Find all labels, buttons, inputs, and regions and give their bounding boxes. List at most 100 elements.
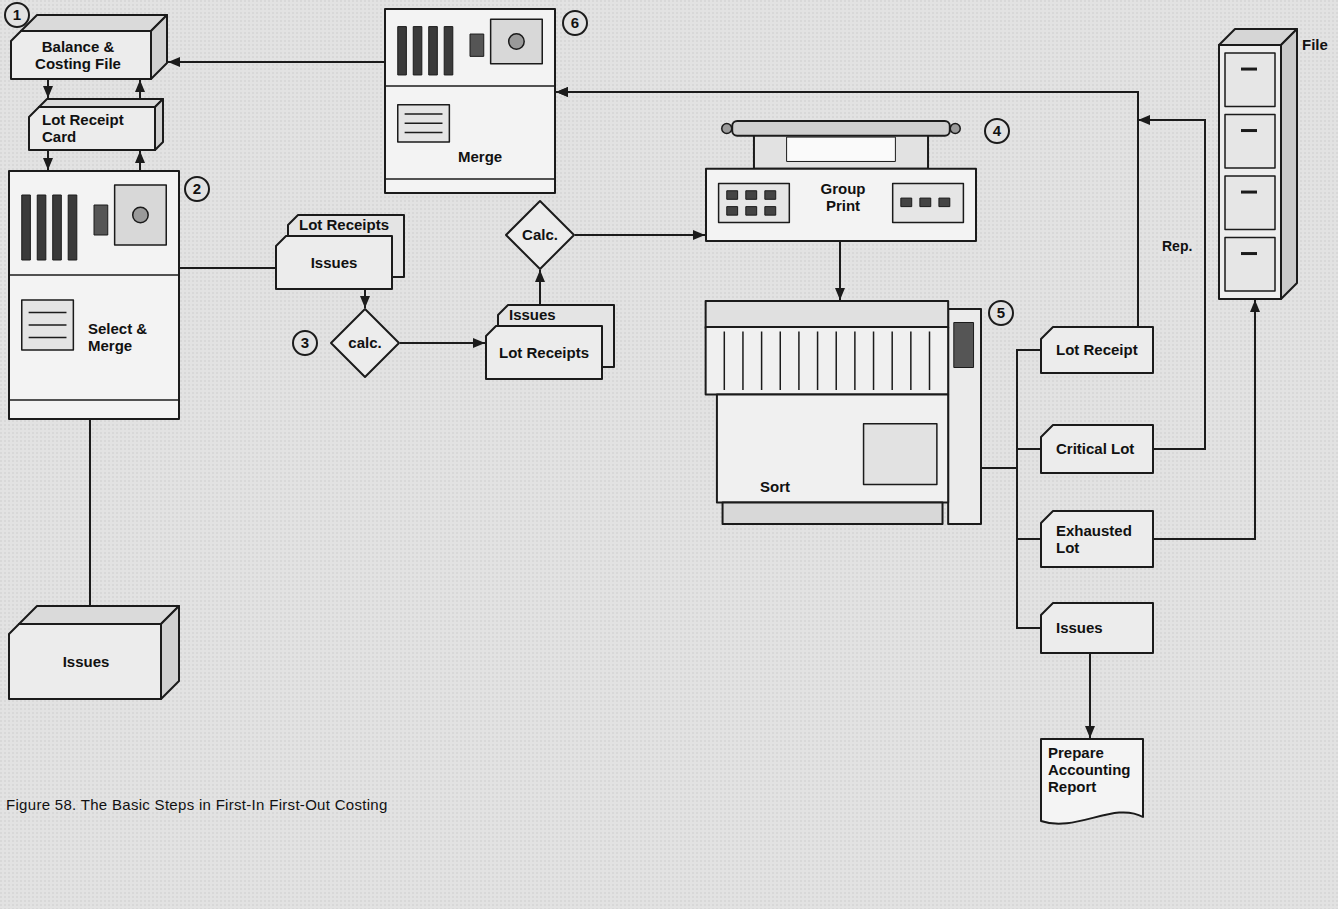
- deck-front-face: [9, 624, 161, 699]
- card-outline: [1041, 327, 1153, 373]
- platen-knob: [950, 124, 960, 134]
- card-outline: [1041, 603, 1153, 653]
- pocket-divider: [873, 332, 875, 391]
- pocket-divider: [780, 332, 782, 391]
- card-deck: Issues: [8, 605, 180, 700]
- callout-number: 1: [4, 2, 30, 28]
- punched-card: Exhausted Lot: [1040, 510, 1154, 568]
- diamond-outline: [331, 309, 399, 377]
- connector: [575, 234, 705, 236]
- card-pocket: [22, 195, 31, 260]
- base-recess: [864, 424, 937, 485]
- control-key: [727, 191, 738, 200]
- card-stack: IssuesLot Receipts: [485, 304, 615, 380]
- connector: [139, 151, 141, 170]
- front-card: [486, 326, 602, 379]
- machine-body: [706, 169, 976, 241]
- deck-side-face: [151, 15, 167, 79]
- connector: [364, 290, 366, 308]
- card-deck-outline: [8, 605, 180, 700]
- card-pocket: [413, 27, 422, 75]
- pocket-divider: [724, 332, 726, 391]
- card-pocket: [37, 195, 46, 260]
- connector: [1154, 300, 1255, 539]
- platen-knob: [722, 124, 732, 134]
- punched-card: Issues: [1040, 602, 1154, 654]
- carriage: [754, 135, 928, 169]
- cabinet-drawer: [1225, 115, 1275, 169]
- node-text: Issues: [279, 254, 389, 271]
- junction-arrowhead: [1138, 115, 1150, 125]
- lower-door: [22, 300, 74, 350]
- node-text: Lot Receipts: [489, 344, 599, 361]
- control-key: [901, 198, 912, 207]
- paper-sheet: [787, 137, 896, 161]
- feed-hopper: [954, 323, 974, 368]
- base-kick: [385, 178, 555, 180]
- inspection-window: [470, 34, 484, 56]
- pocket-divider: [910, 332, 912, 391]
- deck-top-face: [19, 606, 179, 624]
- callout-number: 2: [184, 176, 210, 202]
- drawer-handle: [1241, 252, 1257, 255]
- document-outline: [1041, 739, 1143, 824]
- node-text: Prepare Accounting Report: [1048, 744, 1138, 795]
- punched-card: Lot Receipt: [1040, 326, 1154, 374]
- decision-diamond: Calc.: [505, 200, 575, 270]
- feed-unit: [948, 309, 981, 524]
- pocket-divider: [742, 332, 744, 391]
- figure-caption: Figure 58. The Basic Steps in First-In F…: [6, 796, 388, 814]
- callout-number: 6: [562, 10, 588, 36]
- file-cabinet: File: [1218, 28, 1334, 300]
- top-plate: [706, 301, 949, 328]
- deck-side-face: [161, 606, 179, 699]
- connector: [400, 342, 485, 344]
- feed-knob: [133, 207, 148, 222]
- door-vent: [29, 312, 67, 314]
- drawer-handle: [1241, 129, 1257, 132]
- connector: [168, 61, 384, 63]
- base-kick: [723, 503, 943, 525]
- control-key: [746, 191, 757, 200]
- pocket-divider: [854, 332, 856, 391]
- report-document: Prepare Accounting Report: [1040, 738, 1144, 832]
- feed-knob: [509, 34, 524, 49]
- pocket-divider: [835, 332, 837, 391]
- front-card: [276, 236, 392, 289]
- card-outline: [1041, 425, 1153, 473]
- feed-hopper: [491, 19, 543, 64]
- callout-number: 4: [984, 118, 1010, 144]
- panel-seam: [385, 85, 555, 87]
- card-pocket: [444, 27, 453, 75]
- door-vent: [29, 324, 67, 326]
- connector: [89, 420, 91, 605]
- door-vent: [29, 337, 67, 339]
- file-cabinet-outline: [1218, 28, 1334, 300]
- cabinet-drawer: [1225, 53, 1275, 107]
- base-kick: [9, 399, 179, 401]
- node-text: Issues: [14, 653, 158, 670]
- connector: [982, 468, 1040, 628]
- connector: [982, 468, 1040, 539]
- card-deck: Lot Receipt Card: [28, 98, 164, 151]
- connector: [139, 80, 141, 98]
- card-file-deck: Balance & Costing File: [10, 14, 168, 80]
- deck-side-face: [155, 99, 163, 150]
- pocket-row: [706, 327, 949, 395]
- node-text: Issues: [1056, 619, 1148, 636]
- drawer-handle: [1241, 68, 1257, 71]
- collator-machine-outline: [8, 170, 180, 420]
- deck-front-face: [29, 107, 155, 150]
- deck-front-face: [11, 31, 151, 79]
- decision-diamond: calc.: [330, 308, 400, 378]
- node-text: File: [1302, 36, 1332, 53]
- accounting-machine: Group Print: [705, 120, 977, 242]
- collator-machine: Merge: [384, 8, 556, 194]
- connector: [556, 92, 1138, 326]
- pocket-divider: [891, 332, 893, 391]
- card-outline: [1041, 511, 1153, 567]
- control-key: [746, 207, 757, 216]
- feed-hopper: [115, 185, 167, 245]
- control-key: [765, 207, 776, 216]
